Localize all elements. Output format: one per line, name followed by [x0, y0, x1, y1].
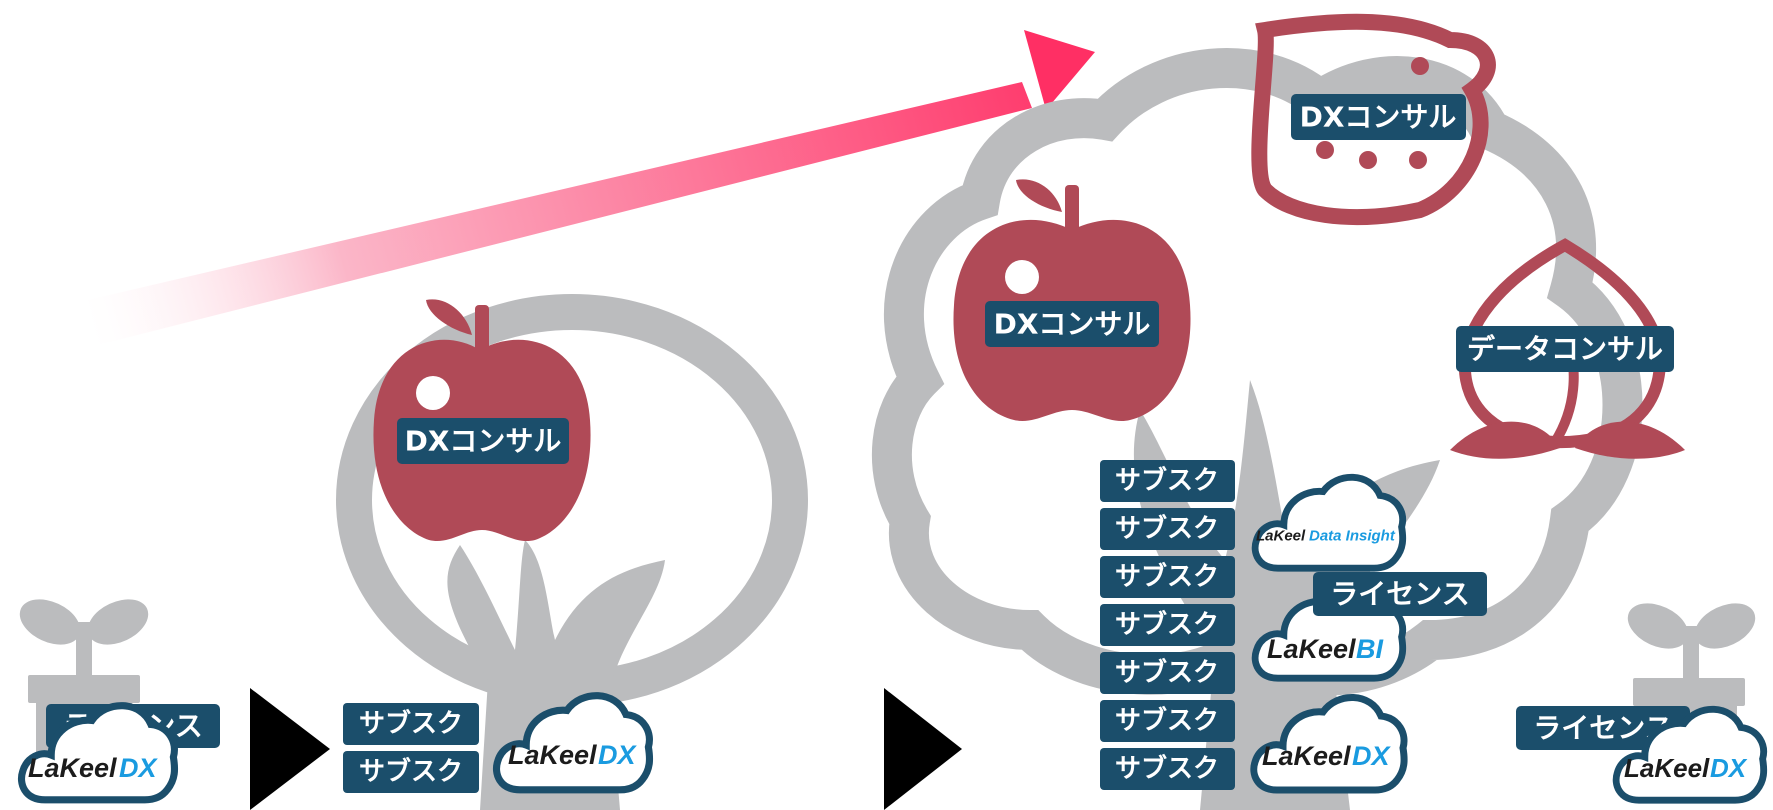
subscription-label: サブスク: [1115, 561, 1219, 592]
subscription-label: サブスク: [1115, 753, 1219, 784]
logo-brand: LaKeel: [1262, 741, 1351, 771]
subscription-stack: サブスク サブスク サブスク サブスク サブスク サブスク サブスク: [1100, 460, 1235, 790]
consulting-label: DXコンサル: [1300, 101, 1457, 134]
logo-suffix: DX: [119, 753, 158, 783]
logo-brand: LaKeel: [1624, 753, 1710, 783]
logo-brand: LaKeel: [1256, 528, 1306, 545]
consulting-badge: DXコンサル: [985, 301, 1159, 347]
lakeel-data-insight-logo: LaKeel Data Insight: [1255, 477, 1403, 568]
peach-icon: [1450, 238, 1685, 459]
lemon-icon: [1251, 13, 1496, 226]
subscription-label: サブスク: [1115, 609, 1219, 640]
lakeel-dx-logo: LaKeel DX: [1616, 709, 1764, 800]
consulting-badge: DXコンサル: [397, 418, 569, 464]
consulting-label: DXコンサル: [405, 425, 562, 458]
logo-brand: LaKeel: [28, 753, 117, 783]
license-badge: ライセンス: [1313, 572, 1487, 616]
lakeel-dx-logo: LaKeel DX: [496, 696, 649, 790]
subscription-label: サブスク: [359, 756, 463, 787]
consulting-label: DXコンサル: [994, 308, 1151, 341]
subscription-label: サブスク: [1115, 705, 1219, 736]
subscription-stack: サブスク サブスク: [343, 703, 479, 793]
lakeel-bi-logo: LaKeel BI: [1255, 587, 1403, 678]
logo-brand: LaKeel: [1267, 634, 1356, 664]
logo-brand: LaKeel: [508, 740, 597, 770]
logo-suffix: DX: [1710, 753, 1748, 783]
logo-suffix: DX: [1352, 741, 1391, 771]
logo-suffix: Data Insight: [1309, 528, 1396, 545]
play-triangle-icon: [250, 688, 330, 810]
growth-arrow-icon: [88, 30, 1095, 345]
subscription-label: サブスク: [1115, 465, 1219, 496]
lakeel-dx-logo: LaKeel DX: [1254, 697, 1404, 790]
play-triangle-icon: [884, 688, 962, 810]
subscription-label: サブスク: [1115, 513, 1219, 544]
consulting-badge: DXコンサル: [1291, 94, 1466, 140]
data-consulting-label: データコンサル: [1467, 333, 1663, 366]
logo-suffix: DX: [598, 740, 637, 770]
subscription-label: サブスク: [359, 708, 463, 739]
license-label: ライセンス: [1330, 578, 1469, 611]
logo-suffix: BI: [1356, 634, 1383, 664]
data-consulting-badge: データコンサル: [1456, 326, 1674, 372]
lakeel-dx-logo: LaKeel DX: [21, 706, 174, 800]
subscription-label: サブスク: [1115, 657, 1219, 688]
